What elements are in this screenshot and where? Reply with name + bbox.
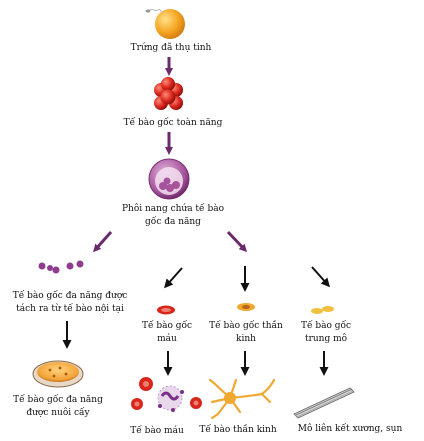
label-blastocyst-line1: Phôi nang chứa tế bào bbox=[121, 204, 224, 214]
label-isolated-line2: tách ra từ tế bào nội tại bbox=[16, 304, 124, 314]
label-cultured-line1: Tế bào gốc đa năng bbox=[13, 395, 103, 405]
connective-tissue-icon bbox=[293, 387, 355, 419]
label-mesenchymal-stem-line1: Tế bào gốc bbox=[300, 321, 352, 331]
label-blastocyst-line2: gốc đa năng bbox=[145, 217, 201, 227]
nerve-cell-icon bbox=[208, 378, 276, 420]
label-blood-stem-line1: Tế bào gốc bbox=[141, 321, 193, 331]
arrow-to-adult-stem bbox=[226, 230, 248, 253]
label-mesenchymal-stem-line2: trung mô bbox=[304, 334, 348, 344]
totipotent-cells-icon bbox=[154, 77, 183, 110]
blood-stem-cell-icon bbox=[157, 305, 175, 315]
label-neural-stem-line2: kinh bbox=[236, 334, 256, 344]
arrow-to-mesenchymal-stem bbox=[311, 266, 330, 288]
label-neural-stem-line1: Tế bào gốc thần bbox=[209, 321, 283, 331]
fertilized-egg-icon bbox=[145, 8, 185, 39]
culture-dish-icon bbox=[32, 360, 84, 388]
pluripotent-cells-icon bbox=[38, 260, 84, 274]
blastocyst-icon bbox=[148, 158, 190, 200]
label-blood-stem-line2: máu bbox=[157, 334, 177, 344]
label-blood-cells: Tế bào máu bbox=[130, 426, 184, 436]
mesenchymal-stem-cell-icon bbox=[311, 306, 334, 314]
arrow-to-blood-stem bbox=[164, 267, 183, 289]
neural-stem-cell-icon bbox=[237, 303, 255, 311]
arrow-to-pluripotent bbox=[93, 231, 113, 253]
blood-cells-icon bbox=[131, 377, 202, 412]
label-nerve-cells: Tế bào thần kinh bbox=[199, 425, 277, 435]
label-isolated-line1: Tế bào gốc đa năng được bbox=[12, 291, 128, 301]
label-connective-tissue: Mô liên kết xương, sụn bbox=[297, 424, 403, 434]
label-fertilized-egg: Trứng đã thụ tinh bbox=[130, 43, 212, 53]
label-cultured-line2: được nuôi cấy bbox=[26, 408, 90, 418]
label-totipotent-cells: Tế bào gốc toàn năng bbox=[123, 118, 223, 128]
